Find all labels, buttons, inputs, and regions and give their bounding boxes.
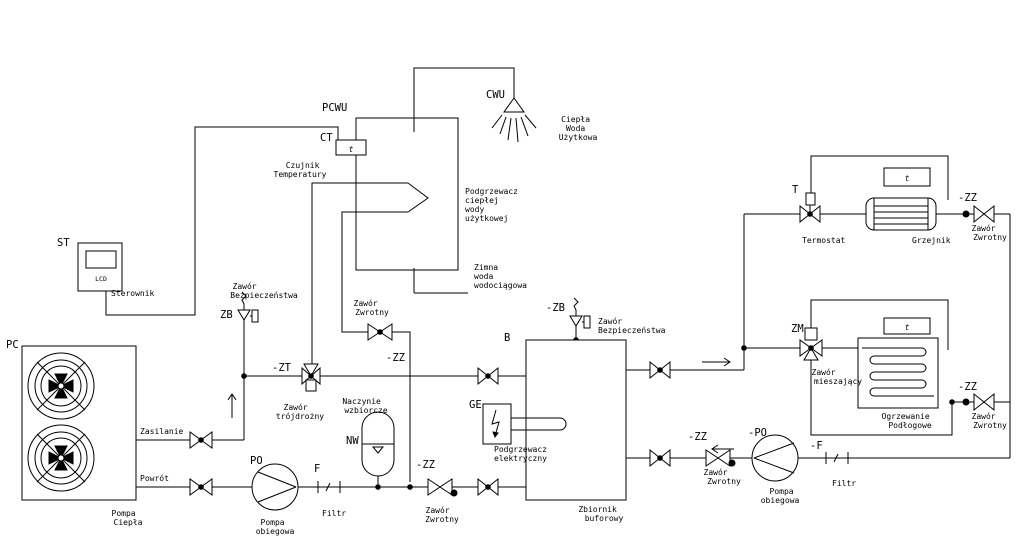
hot-water-tank — [355, 117, 459, 271]
valve-buffer-in-top — [477, 366, 499, 386]
tag-b: B — [504, 332, 510, 344]
label-lcd: LCD — [95, 275, 107, 283]
tag-zb: ZB — [220, 309, 233, 321]
label-cold-water: Zimna woda wodociągowa — [474, 263, 527, 290]
buffer-tank — [525, 339, 627, 501]
tag-f-left: F — [314, 463, 320, 475]
valve-supply — [189, 431, 213, 449]
label-electric-heater: Podgrzewacz elektryczny — [494, 445, 552, 463]
tag-cwu: CWU — [486, 89, 505, 101]
filter-left — [317, 481, 341, 493]
safety-valve-left — [237, 291, 259, 326]
label-check-rad: Zawór Zwrotny — [972, 223, 1008, 242]
label-supply: Zasilanie — [140, 427, 184, 436]
mixing-sensor-symbol: t — [905, 323, 910, 332]
floor-heating-loop — [857, 337, 939, 409]
three-way-valve — [301, 363, 321, 392]
tag-t: T — [792, 184, 799, 196]
heat-pump-unit — [21, 345, 137, 501]
tag-nw: NW — [346, 435, 359, 447]
valve-buffer-out-top — [649, 360, 671, 380]
label-sensor: Czujnik Temperatury — [274, 161, 327, 179]
label-safety-buffer: Zawór Bezpieczeństwa — [598, 316, 666, 335]
check-valve-mid — [367, 323, 393, 341]
label-safety-left: Zawór Bezpieczeństwa — [230, 281, 298, 300]
flow-arrow-right — [702, 357, 731, 367]
label-return: Powrót — [140, 473, 169, 483]
radiator — [865, 197, 937, 231]
tag-st: ST — [57, 237, 70, 249]
circulation-pump-left — [251, 463, 299, 511]
tag-zz-rad: -ZZ — [958, 192, 977, 204]
flow-arrow-up — [227, 393, 237, 418]
thermostat-valve — [799, 192, 821, 224]
pipes — [105, 67, 1011, 488]
mixing-sensor-box — [883, 317, 931, 335]
valve-return — [189, 478, 213, 496]
tag-zz-floor: -ZZ — [958, 381, 977, 393]
label-heat-pump: Pompa Ciepła — [112, 509, 143, 527]
tag-zz-bottom: -ZZ — [416, 459, 435, 471]
label-mixing-valve: Zawór mieszający — [812, 367, 863, 386]
flow-arrow-left — [711, 444, 734, 454]
label-filter-right: Filtr — [832, 479, 856, 488]
label-pump-right: Pompa obiegowa — [761, 487, 800, 505]
label-controller: Sterownik — [111, 289, 155, 298]
tag-pcwu: PCWU — [322, 102, 347, 114]
check-valve-floor — [962, 392, 995, 412]
label-filter-left: Filtr — [322, 509, 346, 518]
thermostat-sensor-box — [883, 167, 931, 187]
label-vessel: Naczynie wzbiorcze — [342, 397, 388, 415]
label-check-floor: Zawór Zwrotny — [972, 411, 1008, 430]
label-radiator: Grzejnik — [912, 236, 951, 245]
tag-pc: PC — [6, 339, 19, 351]
thermostat-sensor-symbol: t — [905, 174, 910, 183]
tag-zz-right: -ZZ — [688, 431, 707, 443]
label-heater: Podgrzewacz ciepłej wody użytkowej — [465, 187, 523, 223]
fan-icon — [27, 424, 95, 492]
tag-zz-check: -ZZ — [386, 352, 405, 364]
tag-zm: ZM — [791, 323, 804, 335]
shower-head-icon — [491, 97, 537, 143]
circulation-pump-right — [751, 434, 799, 482]
tag-po-left: PO — [250, 455, 263, 467]
lcd-display — [85, 250, 117, 269]
tag-ge: GE — [469, 399, 482, 411]
check-valve-right — [705, 449, 736, 467]
label-buffer-tank: Zbiornik buforowy — [578, 505, 623, 523]
label-cwu: Ciepła Woda Użytkowa — [559, 115, 598, 142]
sensor-ct-symbol: t — [349, 145, 354, 154]
check-valve-bottom — [427, 478, 458, 497]
tag-ct: CT — [320, 132, 333, 144]
electric-heater — [482, 403, 567, 445]
tag-f-right: -F — [810, 440, 823, 452]
valve-buffer-out-bottom — [649, 448, 671, 468]
tag-po-right: -PO — [748, 427, 767, 439]
heating-coil — [407, 182, 429, 213]
tag-zt: -ZT — [272, 362, 292, 374]
mixing-valve — [799, 327, 823, 361]
label-thermostat: Termostat — [802, 236, 846, 245]
label-check-bottom: Zawór Zwrotny — [425, 505, 459, 524]
valve-buffer-in-bottom — [477, 477, 499, 497]
filter-right — [825, 452, 849, 464]
label-pump-left: Pompa obiegowa — [256, 518, 295, 536]
tag-zb-buffer: -ZB — [546, 302, 565, 314]
fan-icon — [27, 352, 95, 420]
temperature-sensor — [335, 139, 367, 156]
expansion-vessel — [361, 411, 395, 487]
label-check-right: Zawór Zwrotny — [704, 467, 742, 486]
safety-valve-buffer — [569, 297, 591, 340]
label-three-way: Zawór trójdrożny — [276, 402, 324, 421]
label-check-mid: Zawór Zwrotny — [354, 298, 390, 317]
check-valve-radiator — [962, 204, 995, 224]
label-floor-heating: Ogrzewanie Podłogowe — [882, 412, 935, 430]
